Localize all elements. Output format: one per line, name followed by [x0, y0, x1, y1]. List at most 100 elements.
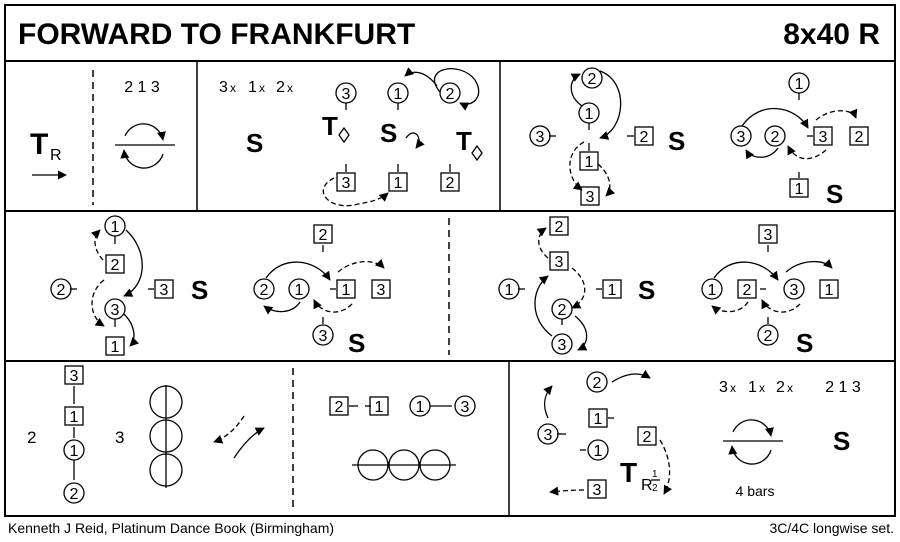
- reel-path-3: [785, 258, 833, 273]
- order-label: 2 1 3: [825, 379, 861, 396]
- reel-path-1: [263, 301, 301, 315]
- dancer-1-woman: [587, 439, 609, 461]
- chain-circle: [149, 419, 183, 453]
- panel-turn-half: T R 1 2: [537, 369, 673, 500]
- set-symbol: S: [668, 126, 685, 156]
- dashed-path-3: [597, 163, 616, 197]
- dashed-path-2: [787, 145, 827, 160]
- dancer-2-woman: [757, 324, 779, 346]
- cross-order-2: 2: [776, 379, 785, 396]
- dancer-1-woman: [288, 278, 310, 300]
- order-label: 2 1 3: [124, 79, 160, 96]
- dancer-2-woman: [586, 371, 608, 393]
- chain-circle: [149, 453, 183, 487]
- dancer-2-woman: [50, 278, 72, 300]
- cross-path: [233, 427, 265, 459]
- circle-arc-top: [732, 419, 774, 437]
- dance-type: 8x40 R: [783, 18, 880, 51]
- dancer-2-man: [105, 254, 125, 275]
- cross-order-1: 1: [748, 379, 757, 396]
- dancer-3-woman: [529, 125, 551, 147]
- dancer-1-woman: [104, 215, 126, 237]
- cross-mark-3: x: [730, 381, 736, 395]
- turn-symbol-T: T: [620, 457, 637, 488]
- reel-path-3: [123, 313, 140, 347]
- panel-turn-right: T R: [30, 128, 67, 180]
- dancer-3-man: [371, 279, 391, 300]
- reel-path-3: [741, 107, 809, 129]
- dance-title: FORWARD TO FRANKFURT: [18, 18, 415, 51]
- dancer-2-man: [440, 172, 460, 193]
- dancer-3-man: [154, 279, 174, 300]
- dancer-1-man: [602, 279, 622, 300]
- dashed-path-1: [91, 279, 105, 327]
- cross-order-3: 3: [219, 79, 228, 96]
- circle-arc-bottom: [120, 149, 164, 169]
- position-label-3: 3: [115, 428, 124, 447]
- set-description: 3C/4C longwise set.: [769, 520, 894, 536]
- dancer-2-man: [737, 279, 757, 300]
- dancer-3-man: [549, 251, 569, 272]
- dancer-1-man: [789, 178, 809, 199]
- panel-reels-a: S: [529, 67, 685, 207]
- dashed-path-2: [711, 301, 749, 315]
- turn-symbol-R: R: [50, 147, 62, 164]
- cross-order-2: 2: [276, 79, 285, 96]
- panel-circle: 2 1 3: [115, 79, 175, 169]
- turn-symbol-T: T: [30, 128, 48, 161]
- dancer-3-man: [587, 479, 607, 500]
- dashed-path-2: [90, 229, 104, 261]
- dancer-3-woman: [104, 298, 126, 320]
- path-3: [543, 385, 553, 419]
- turn-path-2: [433, 68, 480, 111]
- dashed-path-3: [322, 177, 389, 207]
- dashed-cross-path: [213, 415, 245, 444]
- dancer-1-woman: [788, 72, 810, 94]
- reel-path-1: [713, 261, 779, 281]
- turn-symbol-T: T: [456, 126, 472, 156]
- panel-reels-f: S: [701, 224, 839, 358]
- turn-symbol-T: T: [322, 111, 338, 141]
- dashed-path-2: [571, 267, 586, 309]
- diagram-frame: [4, 60, 896, 517]
- dancer-3-woman: [312, 324, 334, 346]
- chain-circle: [419, 449, 451, 481]
- reel-path-2: [599, 70, 622, 140]
- cross-order-1: 1: [248, 79, 257, 96]
- circle-arc-bottom: [728, 445, 772, 465]
- dancer-3-woman: [454, 395, 476, 417]
- set-symbol: S: [796, 328, 813, 358]
- dancer-1-woman: [387, 82, 409, 104]
- dancer-3-man: [813, 126, 833, 147]
- chain-circle: [357, 449, 389, 481]
- turn-symbol-R: R: [641, 477, 653, 494]
- panel-reels-d: S: [253, 224, 391, 358]
- dashed-path-3: [549, 486, 585, 496]
- diamond-mark: [471, 144, 483, 162]
- reel-path-2: [265, 261, 331, 281]
- dancer-1-woman: [498, 278, 520, 300]
- set-symbol: S: [191, 275, 208, 305]
- reel-path-3: [534, 275, 553, 337]
- cross-order-3: 3: [719, 379, 728, 396]
- dancer-2-woman: [551, 298, 573, 320]
- reel-path-2: [574, 315, 588, 351]
- position-label-2: 2: [27, 428, 36, 447]
- path-2: [611, 369, 651, 383]
- dancer-2-woman: [63, 482, 85, 504]
- turn-path-2b: [404, 67, 438, 87]
- dancer-1-woman: [63, 439, 85, 461]
- dashed-path-1: [761, 299, 801, 313]
- dancer-3-woman: [335, 82, 357, 104]
- half-denominator: 2: [652, 483, 658, 494]
- chain-circle: [149, 385, 183, 419]
- dancer-1-man: [588, 408, 608, 429]
- dancer-1-man: [819, 279, 839, 300]
- reel-path-1: [123, 229, 143, 297]
- panel-circle-4-bars: 3 x 1 x 2 x 2 1 3 4 bars S: [719, 379, 861, 499]
- panel-reels-e: S: [498, 216, 655, 355]
- dancer-2-man: [313, 224, 333, 245]
- dancer-3-man: [64, 365, 84, 386]
- panel-reels-c: S: [50, 215, 208, 357]
